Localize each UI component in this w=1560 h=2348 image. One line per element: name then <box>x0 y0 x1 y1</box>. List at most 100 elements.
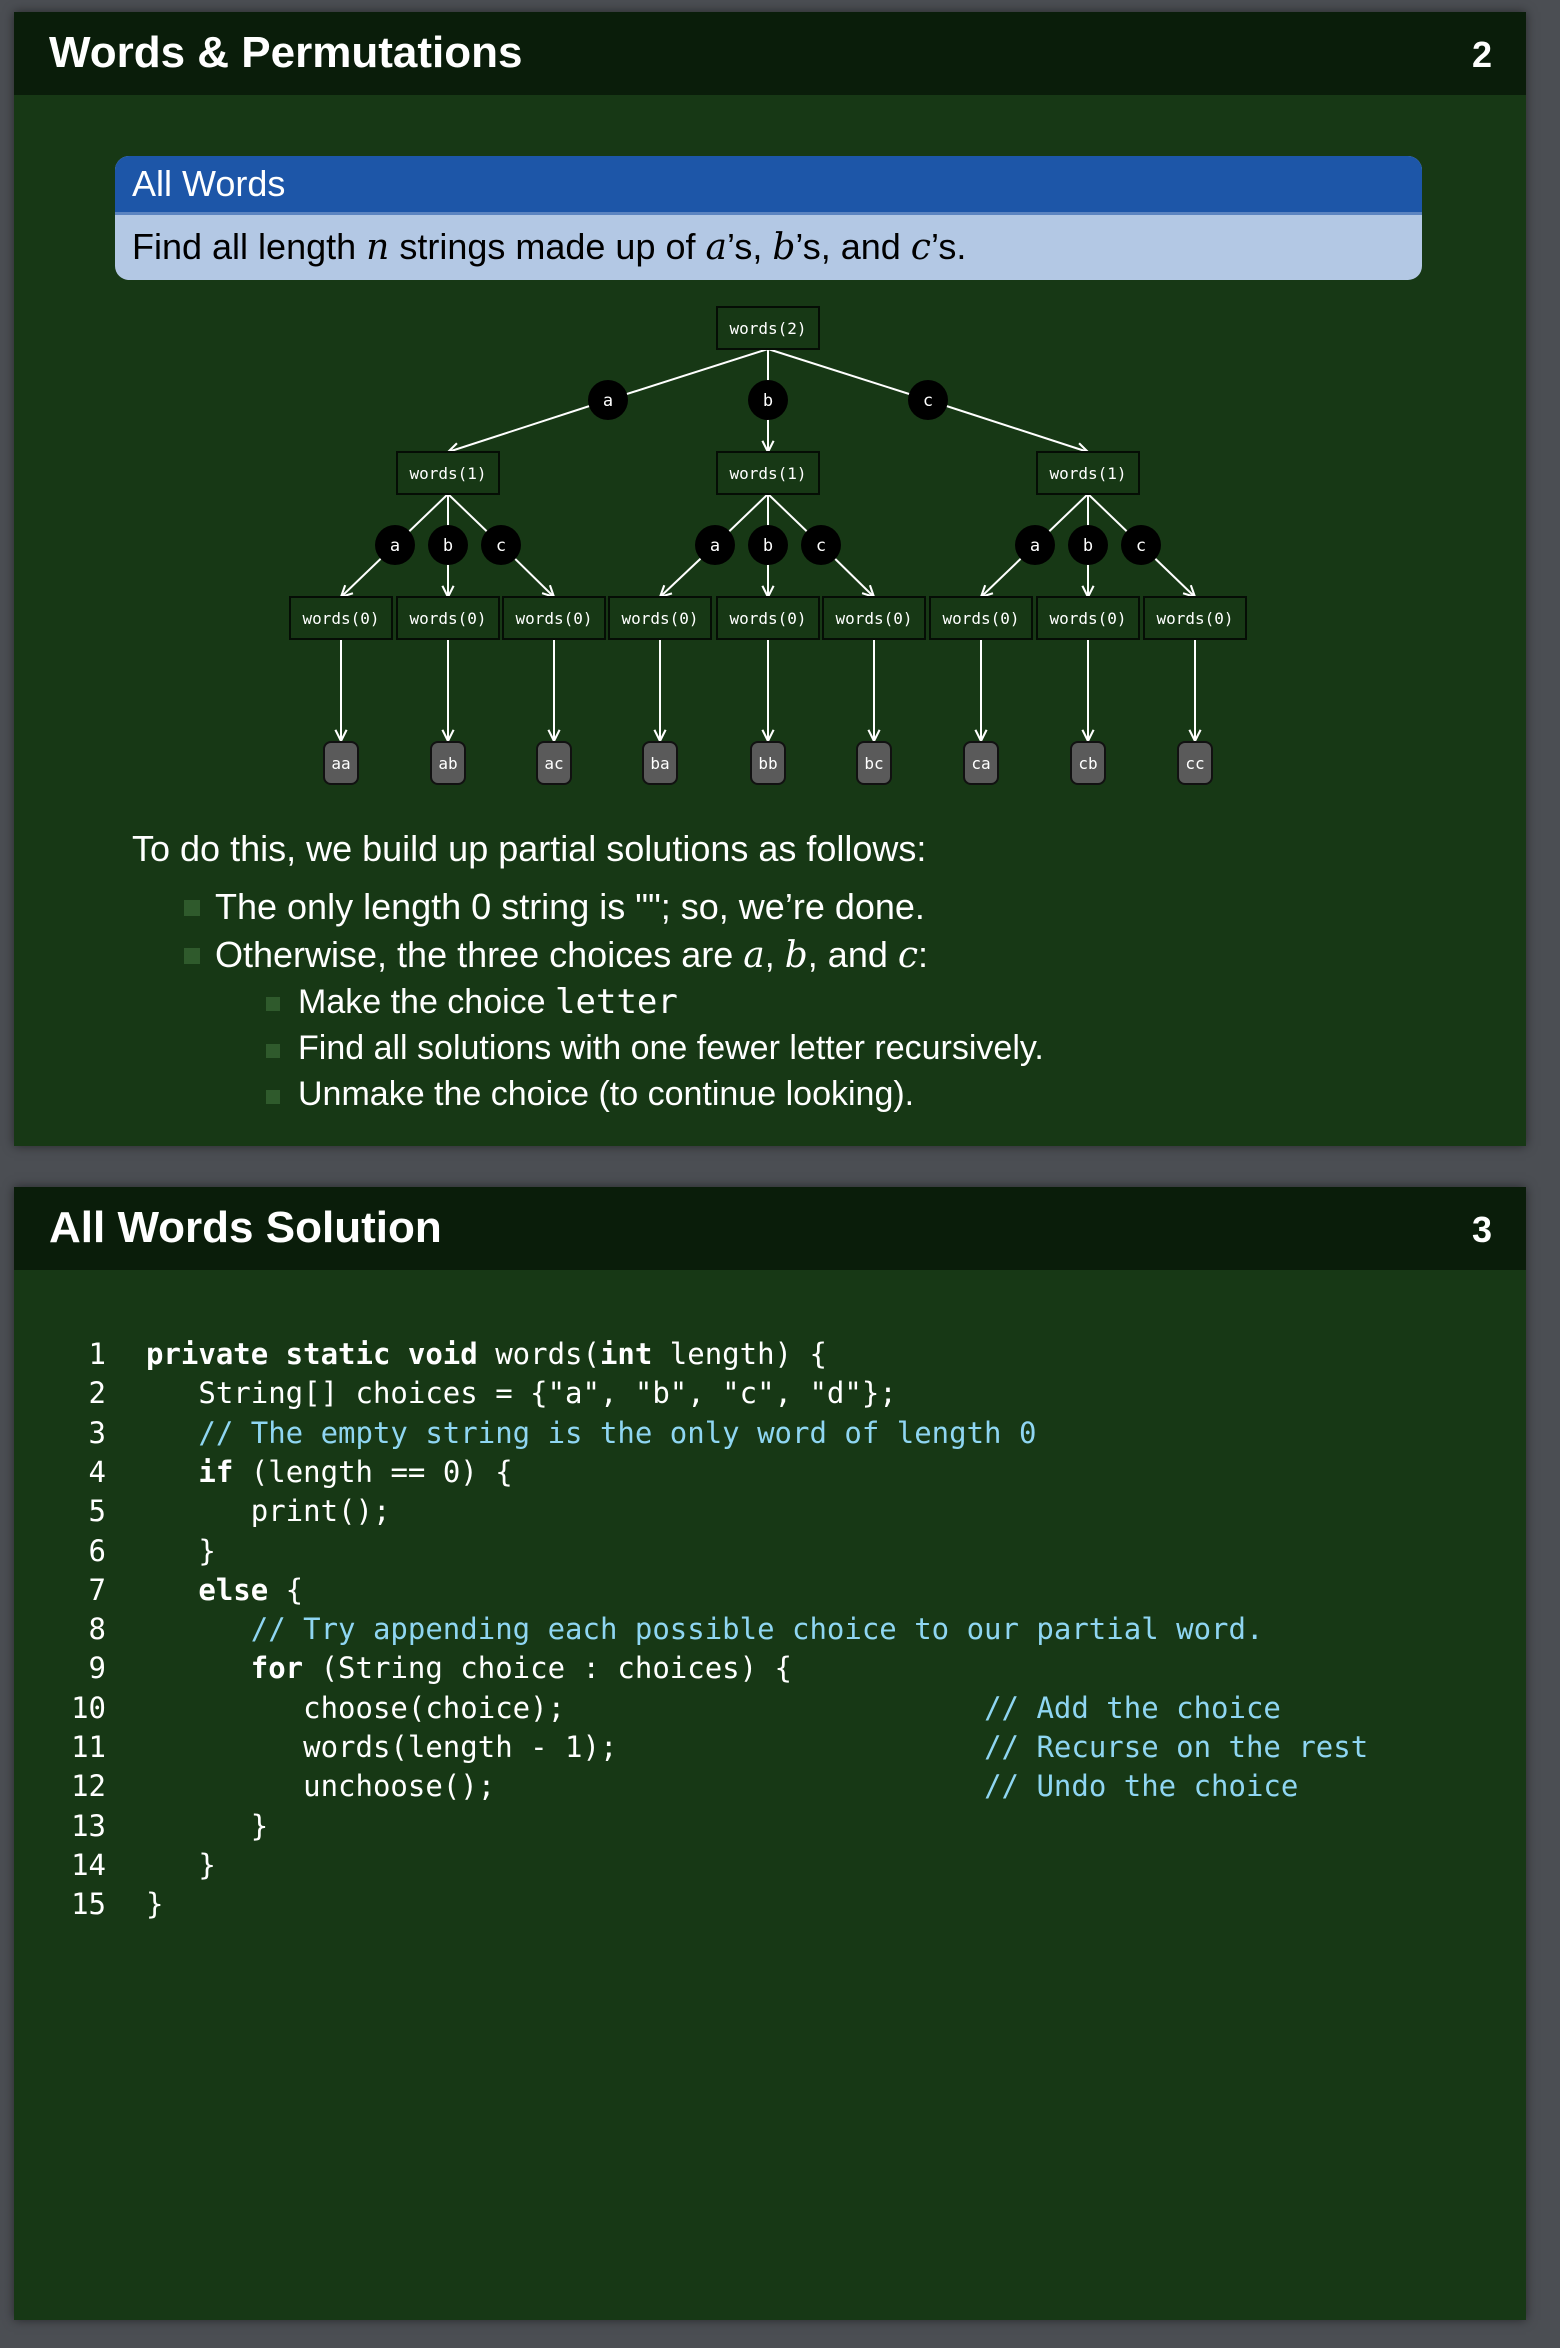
call-node-label: words(0) <box>409 609 486 628</box>
line-number: 6 <box>88 1533 106 1568</box>
choice-label: c <box>816 536 826 556</box>
choice-label: b <box>443 536 453 556</box>
code-comment: // Add the choice <box>984 1690 1281 1725</box>
block-title: All Words <box>115 156 1422 215</box>
result-leaf-label: ca <box>971 754 990 773</box>
slide-number: 3 <box>1471 1209 1492 1250</box>
result-leaf <box>1070 741 1106 785</box>
result-leaf <box>963 741 999 785</box>
definition-block: All Words Find all length n strings made… <box>115 156 1422 280</box>
bullet-1: The only length 0 string is ""; so, we’r… <box>215 886 925 928</box>
line-number: 1 <box>88 1337 106 1371</box>
text-segment: Unmake the choice (to continue looking). <box>298 1075 915 1113</box>
line-number: 7 <box>88 1572 106 1607</box>
result-leaf <box>430 741 466 785</box>
line-number: 15 <box>71 1887 106 1922</box>
call-node <box>502 596 606 640</box>
choice-node <box>375 525 415 565</box>
line-number: 3 <box>88 1415 106 1450</box>
line-number: 12 <box>71 1769 106 1804</box>
call-node <box>716 451 820 495</box>
choice-label: b <box>763 536 773 556</box>
code-keyword: if <box>146 1454 234 1489</box>
text-segment: ’s. <box>930 226 967 267</box>
choice-label: c <box>923 391 933 411</box>
subbullet-marker <box>266 997 280 1011</box>
text-segment: Make the choice <box>298 983 556 1021</box>
line-number: 9 <box>88 1651 106 1686</box>
code-text: } <box>146 1533 216 1568</box>
math-variable: b <box>772 227 796 268</box>
line-number: 2 <box>88 1376 106 1411</box>
result-leaf-label: aa <box>331 754 350 773</box>
result-leaf <box>323 741 359 785</box>
call-node-label: words(0) <box>1049 609 1126 628</box>
choice-label: a <box>1030 536 1040 556</box>
bullet-2: Otherwise, the three choices are a, b, a… <box>215 934 928 976</box>
result-leaf-label: ab <box>438 754 457 773</box>
text-segment: Find all length <box>132 226 367 267</box>
code-text: } <box>146 1847 216 1882</box>
bullet-marker <box>184 900 200 916</box>
call-node <box>289 596 393 640</box>
call-node <box>608 596 712 640</box>
choice-node <box>588 380 628 420</box>
math-variable: n <box>366 227 390 268</box>
choice-label: c <box>496 536 506 556</box>
tree-edge <box>607 348 769 401</box>
choice-node <box>748 380 788 420</box>
call-node-label: words(0) <box>515 609 592 628</box>
text-segment: strings made up of <box>389 226 706 267</box>
call-node-label: words(1) <box>409 464 486 483</box>
subbullet-marker <box>266 1090 280 1104</box>
code-text: words(length - 1); <box>146 1730 985 1764</box>
result-leaf-label: cc <box>1185 754 1204 773</box>
line-number: 10 <box>71 1690 106 1725</box>
call-node <box>716 596 820 640</box>
call-node-label: words(1) <box>729 464 806 483</box>
text-segment: ’s, <box>726 226 773 267</box>
choice-node <box>428 525 468 565</box>
code-text: String[] choices = {"a", "b", "c", "d"}; <box>146 1376 897 1411</box>
slide-header: All Words Solution 3 <box>14 1187 1526 1270</box>
choice-label: a <box>390 536 400 556</box>
subbullet-1: Make the choice letter <box>298 982 678 1022</box>
code-text: (length == 0) { <box>233 1454 513 1489</box>
result-leaf-label: ac <box>544 754 563 773</box>
call-node-label: words(1) <box>1049 464 1126 483</box>
code-text: } <box>146 1808 269 1843</box>
slide-title: Words & Permutations <box>49 28 523 77</box>
slide-2: Words & Permutations 2 All Words Find al… <box>14 12 1526 1146</box>
line-number: 4 <box>88 1454 106 1489</box>
call-node <box>396 451 500 495</box>
result-leaf-label: bb <box>758 754 777 773</box>
code-text: words( <box>477 1337 600 1371</box>
choice-label: b <box>1083 536 1093 556</box>
code-comment: // The empty string is the only word of … <box>146 1415 1037 1450</box>
choice-node <box>801 525 841 565</box>
math-variable: c <box>897 935 919 976</box>
text-segment: : <box>918 934 929 975</box>
code-text: choose(choice); <box>146 1690 985 1725</box>
math-variable: a <box>743 935 765 976</box>
code-comment: // Undo the choice <box>984 1769 1299 1804</box>
result-leaf <box>642 741 678 785</box>
inline-code: letter <box>555 982 678 1022</box>
code-text: { <box>268 1572 304 1607</box>
slide-header: Words & Permutations 2 <box>14 12 1526 95</box>
choice-label: a <box>710 536 720 556</box>
code-keyword: private static void <box>146 1337 478 1371</box>
subbullet-marker <box>266 1044 280 1058</box>
result-leaf <box>856 741 892 785</box>
call-node-label: words(2) <box>729 319 806 338</box>
slide-title: All Words Solution <box>49 1203 442 1252</box>
choice-label: b <box>763 391 773 411</box>
choice-node <box>481 525 521 565</box>
call-node-label: words(0) <box>302 609 379 628</box>
choice-node <box>1121 525 1161 565</box>
call-node <box>1036 451 1140 495</box>
code-text: length) { <box>652 1337 827 1371</box>
call-node-label: words(0) <box>729 609 806 628</box>
tree-edge <box>927 399 1088 452</box>
